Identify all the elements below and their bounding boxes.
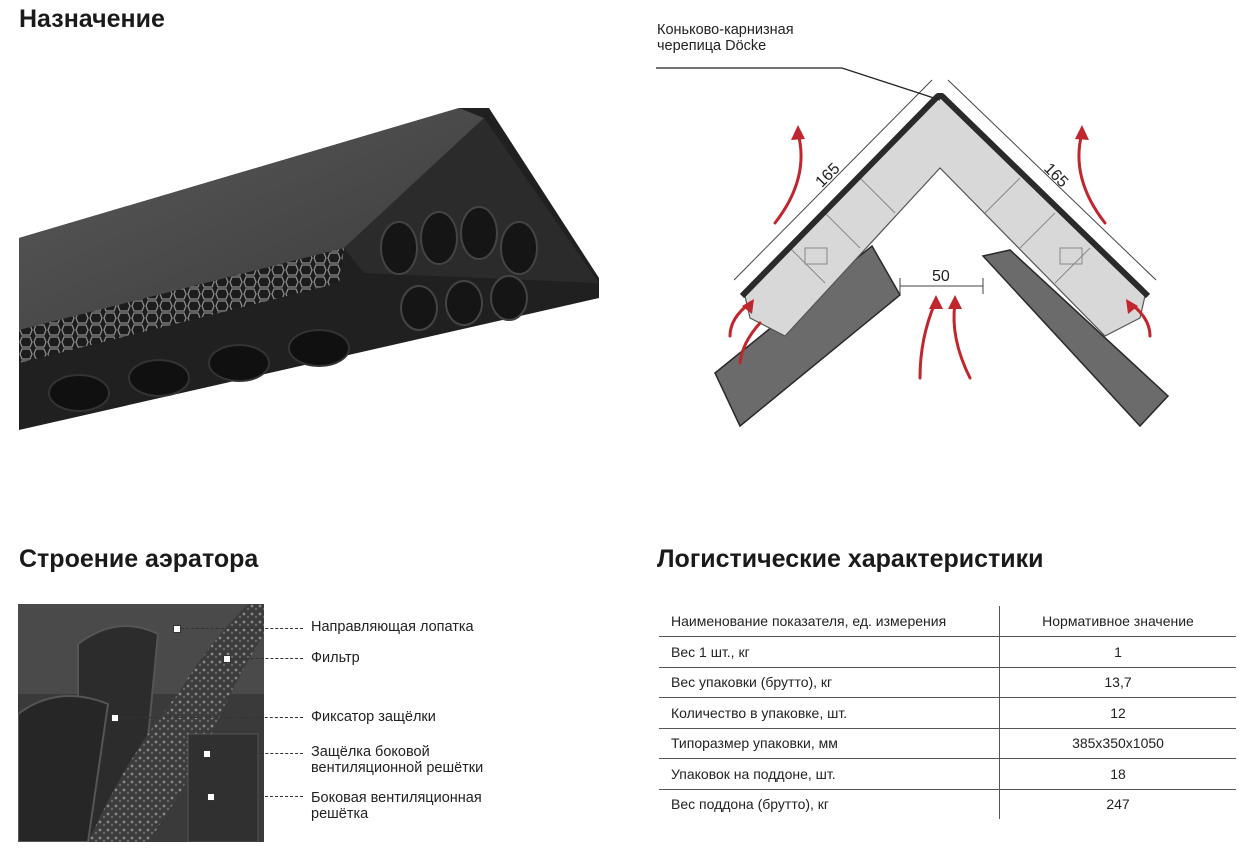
label-latch-lock: Фиксатор защёлки	[311, 709, 436, 725]
row-label: Упаковок на поддоне, шт.	[659, 758, 1000, 790]
callout-marker	[203, 750, 211, 758]
row-value: 18	[999, 758, 1236, 790]
table-header-row: Наименование показателя, ед. измерения Н…	[659, 606, 1236, 637]
table-row: Вес упаковки (брутто), кг 13,7	[659, 667, 1236, 698]
aerator-photo	[19, 108, 599, 430]
callout-marker	[173, 625, 181, 633]
row-label: Количество в упаковке, шт.	[659, 697, 1000, 729]
header-value: Нормативное значение	[999, 606, 1236, 637]
structure-photo	[18, 604, 264, 842]
callout-marker	[223, 655, 231, 663]
callout-marker	[207, 793, 215, 801]
row-label: Вес упаковки (брутто), кг	[659, 667, 1000, 698]
row-label: Вес поддона (брутто), кг	[659, 789, 1000, 819]
tile-callout: Коньково-карнизная черепица Döcke	[657, 22, 794, 54]
table-row: Вес поддона (брутто), кг 247	[659, 789, 1236, 819]
dim-gap-label: 50	[932, 268, 950, 285]
row-label: Типоразмер упаковки, мм	[659, 728, 1000, 759]
structure-title: Строение аэратора	[19, 545, 259, 573]
row-value: 1	[999, 636, 1236, 668]
row-value: 13,7	[999, 667, 1236, 698]
row-value: 385х350х1050	[999, 728, 1236, 759]
table-row: Типоразмер упаковки, мм 385х350х1050	[659, 728, 1236, 759]
table-row: Упаковок на поддоне, шт. 18	[659, 758, 1236, 790]
label-side-grille: Боковая вентиляционная решётка	[311, 790, 482, 822]
logistics-table: Наименование показателя, ед. измерения Н…	[659, 606, 1236, 819]
row-value: 247	[1106, 796, 1130, 813]
label-side-grille-latch: Защёлка боковой вентиляционной решётки	[311, 744, 484, 776]
header-indicator: Наименование показателя, ед. измерения	[659, 606, 1000, 637]
callout-marker	[111, 714, 119, 722]
row-value: 12	[999, 697, 1236, 729]
logistics-title: Логистические характеристики	[657, 545, 1044, 573]
purpose-title: Назначение	[19, 5, 165, 33]
table-row: Вес 1 шт., кг 1	[659, 636, 1236, 668]
table-row: Количество в упаковке, шт. 12	[659, 697, 1236, 729]
ridge-diagram	[656, 67, 1170, 428]
row-label: Вес 1 шт., кг	[659, 636, 1000, 668]
label-filter: Фильтр	[311, 650, 360, 666]
label-guide-vane: Направляющая лопатка	[311, 619, 474, 635]
